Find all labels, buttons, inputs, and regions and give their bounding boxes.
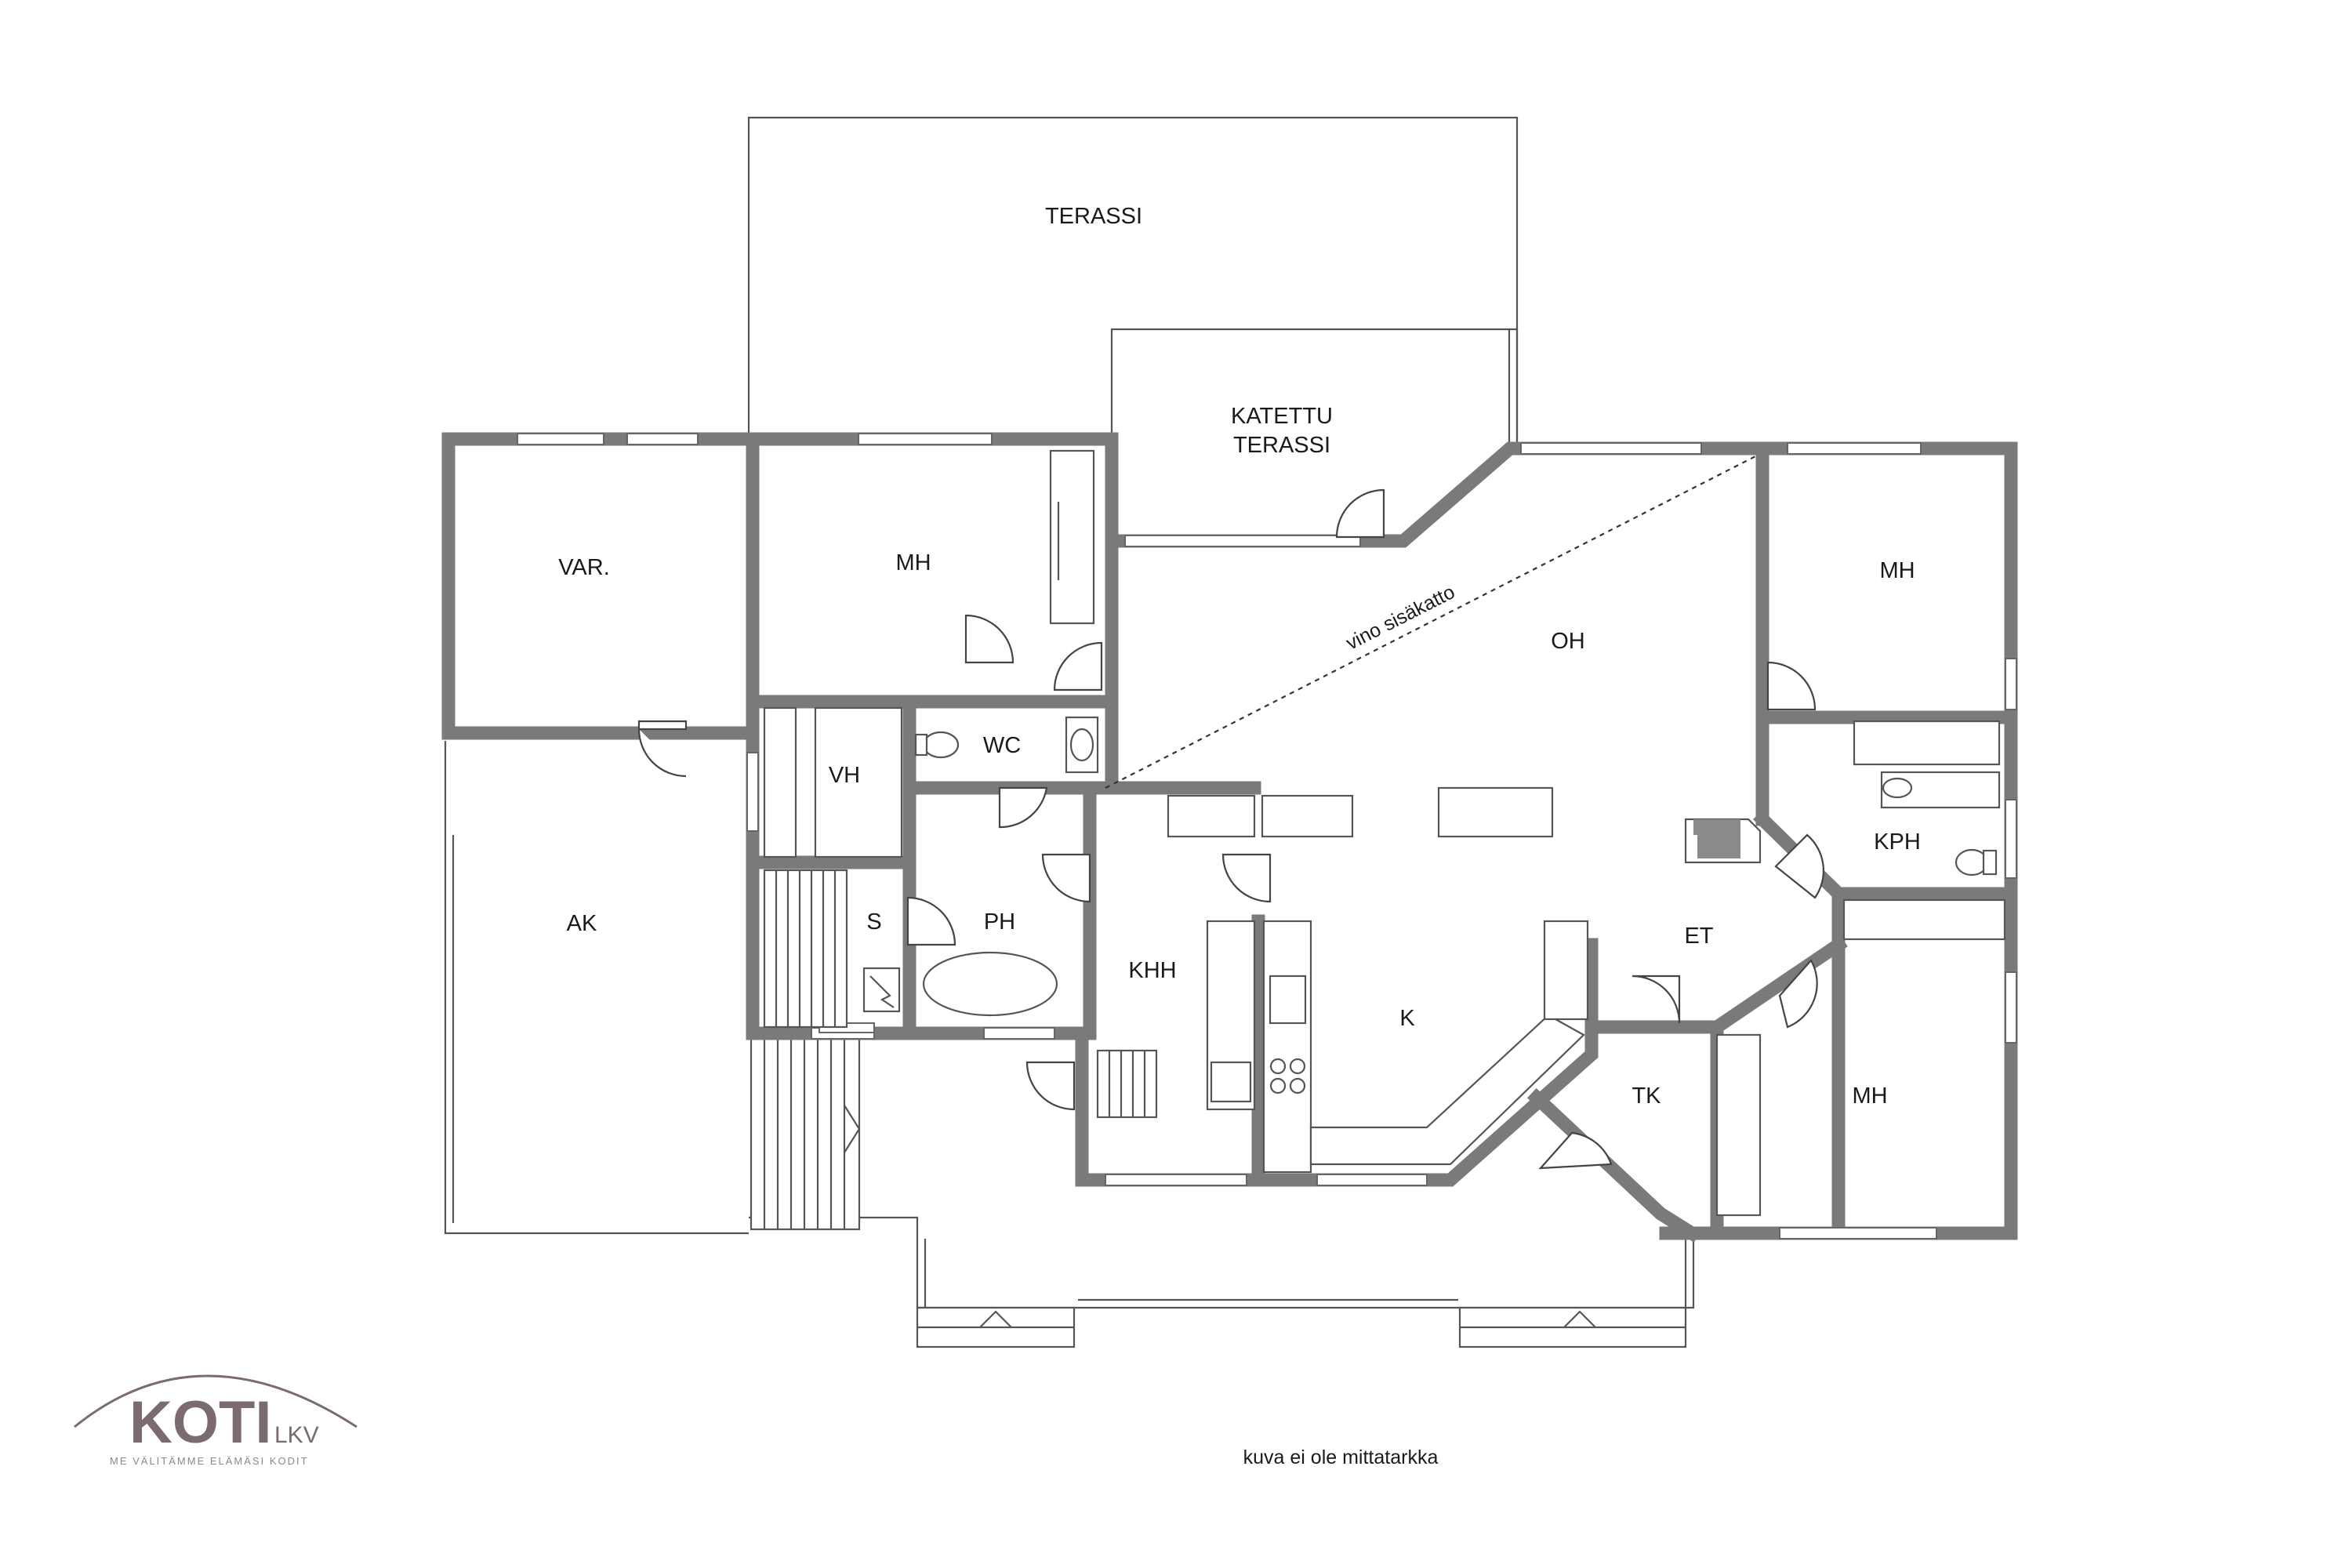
label-wc: WC — [983, 733, 1021, 758]
logo-suffix-text: LKV — [274, 1422, 319, 1448]
label-et: ET — [1684, 924, 1713, 949]
label-vh: VH — [829, 763, 860, 788]
koti-logo: KOTI LKV ME VÄLITÄMME ELÄMÄSI KODIT — [74, 1374, 358, 1467]
label-mh-top: MH — [895, 550, 931, 575]
label-oh: OH — [1551, 629, 1585, 654]
label-terassi: TERASSI — [1045, 204, 1142, 229]
fixtures — [763, 449, 2006, 1217]
label-mh-right-top: MH — [1879, 558, 1915, 583]
windows — [517, 433, 2017, 1240]
label-ph: PH — [984, 909, 1015, 935]
label-khh: KHH — [1128, 958, 1176, 983]
sloped-ceiling-line — [1105, 454, 1759, 789]
doors — [637, 488, 1824, 1170]
logo-main-text: KOTI — [129, 1389, 272, 1456]
label-kph: KPH — [1874, 829, 1921, 855]
label-k: K — [1399, 1006, 1415, 1031]
label-katettu-line2: TERASSI — [1233, 433, 1330, 458]
label-var: VAR. — [558, 555, 610, 580]
label-ak: AK — [567, 911, 597, 936]
logo-tagline: ME VÄLITÄMME ELÄMÄSI KODIT — [110, 1455, 309, 1467]
outdoor-stair — [750, 1032, 861, 1231]
label-mh-right-bottom: MH — [1852, 1083, 1887, 1109]
porch-steps — [916, 1306, 1687, 1348]
label-s: S — [866, 909, 881, 935]
label-sloped-ceiling: vino sisäkatto — [1343, 581, 1459, 655]
label-tk: TK — [1632, 1083, 1661, 1109]
label-katettu-line1: KATETTU — [1231, 404, 1333, 429]
disclaimer-text: kuva ei ole mittatarkka — [1243, 1446, 1439, 1468]
